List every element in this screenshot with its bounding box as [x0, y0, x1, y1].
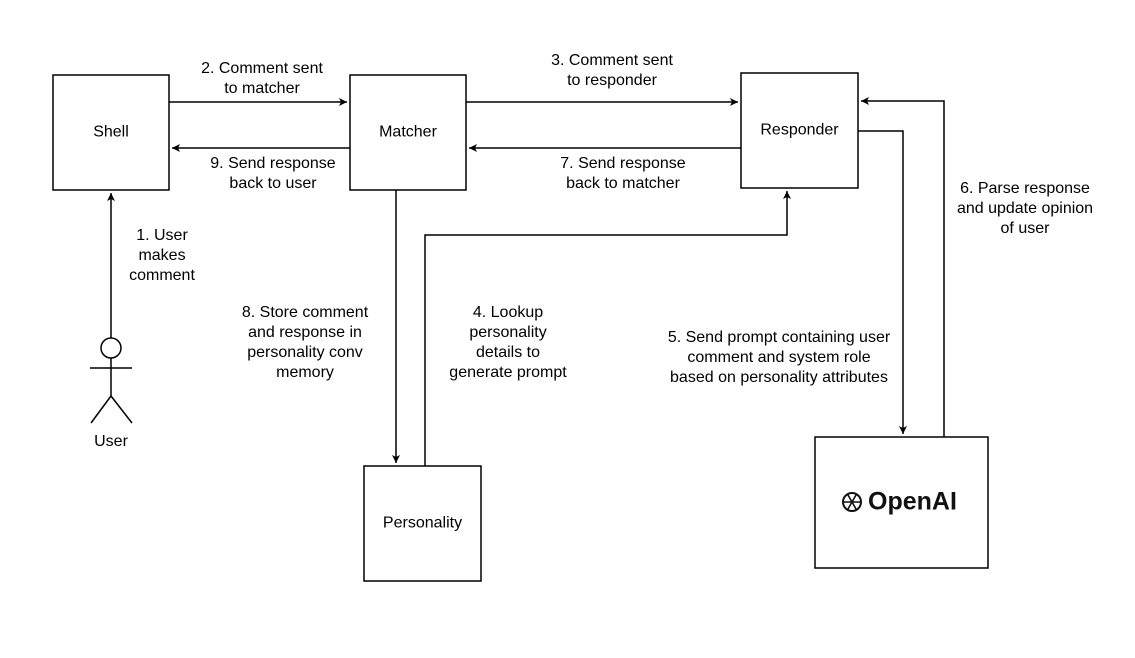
shell-node[interactable]: Shell	[52, 74, 170, 191]
matcher-box	[349, 74, 467, 191]
responder-box	[740, 72, 859, 189]
edge-label-2: 2. Comment sent to matcher	[201, 60, 323, 97]
edge-label-line: 9. Send response	[210, 155, 336, 172]
openai-wordmark: OpenAI	[868, 488, 957, 516]
edge-label-line: to matcher	[224, 80, 300, 97]
edge-label-7: 7. Send response back to matcher	[560, 155, 686, 192]
shell-label: Shell	[93, 124, 129, 141]
shell-box	[52, 74, 170, 191]
edge-personality-to-responder	[424, 191, 791, 466]
personality-node[interactable]: Personality	[363, 465, 482, 582]
edge-label-line: and update opinion	[957, 200, 1093, 217]
personality-label: Personality	[383, 515, 462, 532]
edge-label-8: 8. Store comment and response in personali…	[242, 304, 369, 381]
edge-responder-to-openai	[858, 130, 907, 434]
matcher-node[interactable]: Matcher	[349, 74, 467, 191]
edge-label-line: and response in	[248, 324, 362, 341]
user-label: User	[94, 433, 128, 450]
edge-openai-to-responder	[861, 97, 945, 437]
responder-node[interactable]: Responder	[740, 72, 859, 189]
matcher-label: Matcher	[379, 124, 437, 141]
edge-label-9: 9. Send response back to user	[210, 155, 336, 192]
edge-label-5: 5. Send prompt containing user comment an…	[668, 329, 891, 386]
edge-label-line: 6. Parse response	[960, 180, 1090, 197]
edge-label-line: memory	[276, 364, 334, 381]
edge-label-line: to responder	[567, 72, 658, 89]
edge-label-line: details to	[476, 344, 540, 361]
edge-label-line: comment	[129, 267, 195, 284]
edge-label-3: 3. Comment sent to responder	[551, 52, 673, 89]
openai-node[interactable]: OpenAI	[814, 436, 989, 569]
responder-label: Responder	[760, 122, 839, 139]
edge-label-line: back to matcher	[566, 175, 681, 192]
edge-label-line: 5. Send prompt containing user	[668, 329, 891, 346]
personality-box	[363, 465, 482, 582]
edge-label-4: 4. Lookup personality details to generate p…	[449, 304, 567, 381]
openai-logo-icon	[842, 492, 862, 512]
edge-label-6: 6. Parse response and update opinion of us…	[957, 180, 1093, 237]
edge-label-1: 1. User makes comment	[129, 227, 195, 284]
edge-label-line: of user	[1001, 220, 1051, 237]
edge-label-line: 8. Store comment	[242, 304, 369, 321]
stick-figure-icon	[90, 337, 133, 424]
edge-label-line: 3. Comment sent	[551, 52, 673, 69]
edge-label-line: 1. User	[136, 227, 188, 244]
edge-label-line: 4. Lookup	[473, 304, 543, 321]
edge-label-line: based on personality attributes	[670, 369, 888, 386]
edge-label-line: 7. Send response	[560, 155, 686, 172]
edge-label-line: personality conv	[247, 344, 363, 361]
edge-label-line: back to user	[229, 175, 317, 192]
edge-label-line: personality	[469, 324, 546, 341]
edge-label-line: comment and system role	[687, 349, 870, 366]
edge-label-line: makes	[138, 247, 185, 264]
edge-label-line: generate prompt	[449, 364, 567, 381]
user-actor[interactable]: User	[90, 337, 133, 450]
edge-label-line: 2. Comment sent	[201, 60, 323, 77]
